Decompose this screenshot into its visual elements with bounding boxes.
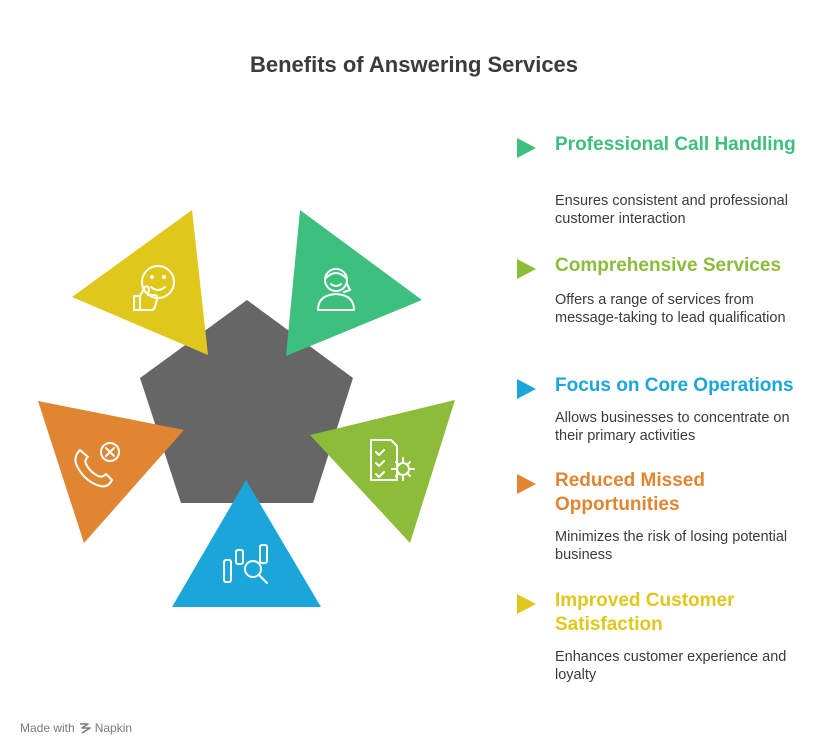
triangle-marker-icon xyxy=(517,594,536,614)
missed-call-icon xyxy=(74,442,120,488)
napkin-logo-icon xyxy=(79,723,91,734)
checklist-gear-icon xyxy=(370,439,415,481)
customer-service-agent-icon xyxy=(317,268,355,311)
benefit-heading: Comprehensive Services xyxy=(555,255,782,276)
benefit-description: Ensures consistent and professional cust… xyxy=(555,193,788,227)
smiley-thumbs-up-icon xyxy=(133,265,175,311)
triangle-marker-icon xyxy=(517,379,536,399)
benefit-heading: Professional Call Handling xyxy=(555,134,796,155)
made-with-label: Made with xyxy=(20,721,75,735)
triangle-marker-icon xyxy=(517,259,536,279)
triangle-improved-customer-satisfaction xyxy=(72,210,208,355)
triangle-comprehensive-services xyxy=(310,400,455,543)
page-title: Benefits of Answering Services xyxy=(249,52,579,77)
triangle-professional-call-handling xyxy=(286,210,422,356)
benefit-description: Allows businesses to concentrate on thei… xyxy=(555,410,790,444)
benefit-heading: Focus on Core Operations xyxy=(555,375,794,396)
made-with-napkin-footer: Made with Napkin xyxy=(20,721,132,735)
benefit-description: Enhances customer experience and loyalty xyxy=(555,649,787,683)
central-pentagon xyxy=(140,300,353,503)
benefit-description: Minimizes the risk of losing potential b… xyxy=(555,529,788,563)
triangle-reduced-missed-opportunities xyxy=(38,401,184,543)
napkin-brand-label: Napkin xyxy=(94,721,133,735)
triangle-focus-on-core-operations xyxy=(172,480,321,607)
benefit-heading: Improved Customer Satisfaction xyxy=(555,590,735,635)
benefit-description: Offers a range of services from message-… xyxy=(555,292,786,326)
triangle-marker-icon xyxy=(517,138,536,158)
chart-magnifier-icon xyxy=(223,544,268,584)
triangle-marker-icon xyxy=(517,474,536,494)
benefit-heading: Reduced Missed Opportunities xyxy=(555,470,705,515)
